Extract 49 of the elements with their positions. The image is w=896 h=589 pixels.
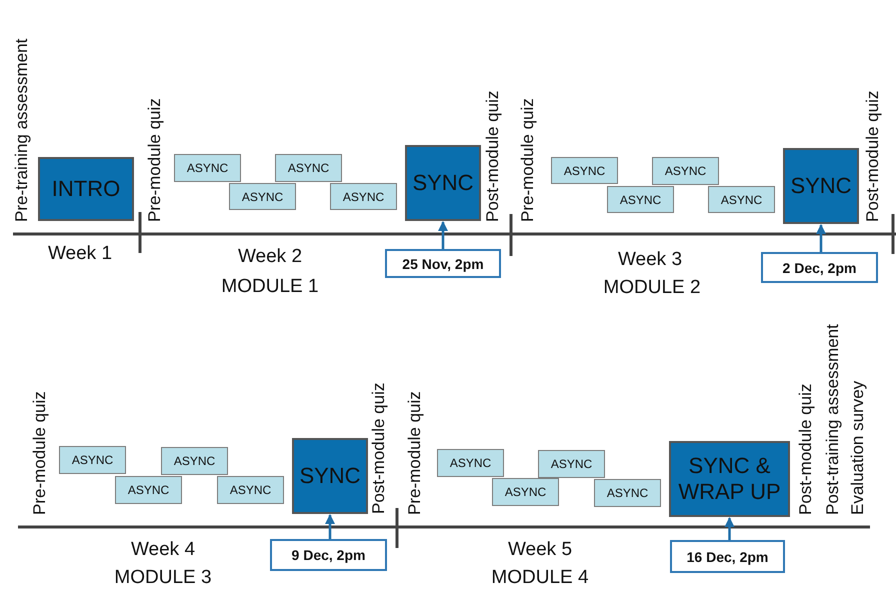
milestone-label: Pre-module quiz [145,98,165,222]
async-box: ASYNC [161,447,228,475]
async-box: ASYNC [330,183,397,210]
milestone-label: Evaluation survey [848,380,868,515]
async-box: ASYNC [652,157,719,185]
arrow [816,224,826,252]
async-box: ASYNC [217,476,284,504]
date-box: 2 Dec, 2pm [761,252,878,283]
date-box: 25 Nov, 2pm [385,249,501,278]
milestone-label: Pre-training assessment [12,38,32,222]
async-box: ASYNC [229,183,296,210]
milestone-label: Post-training assessment [823,324,843,515]
period-label: Week 5 [508,539,572,561]
async-box: ASYNC [437,449,504,477]
period-label: Week 3 [618,249,682,271]
period-label: Week 2 [238,246,302,268]
period-label: MODULE 2 [603,277,701,299]
milestone-label: Pre-module quiz [518,98,538,222]
session-box: SYNC & WRAP UP [669,441,790,517]
async-box: ASYNC [708,186,775,213]
arrow [724,517,734,540]
async-box: ASYNC [59,446,126,474]
arrow [438,221,448,249]
async-box: ASYNC [551,157,618,184]
period-label: MODULE 1 [221,276,319,298]
milestone-label: Post-module quiz [863,90,883,222]
milestone-label: Post-module quiz [796,384,816,515]
milestone-label: Pre-module quiz [405,391,425,515]
session-box: INTRO [38,157,134,221]
period-label: Week 4 [130,539,196,561]
session-box: SYNC [292,438,368,514]
period-label: MODULE 4 [491,567,589,589]
async-box: ASYNC [594,479,661,507]
async-box: ASYNC [174,154,241,182]
period-label: MODULE 3 [114,567,212,589]
async-box: ASYNC [538,450,605,478]
async-box: ASYNC [607,186,674,213]
arrow [325,514,335,539]
async-box: ASYNC [275,154,342,182]
milestone-label: Post-module quiz [483,90,503,222]
session-box: SYNC [405,145,481,221]
async-box: ASYNC [492,478,559,506]
session-box: SYNC [783,148,859,224]
period-label: Week 1 [48,243,112,265]
date-box: 16 Dec, 2pm [670,540,785,573]
milestone-label: Post-module quiz [369,382,389,514]
milestone-label: Pre-module quiz [30,391,50,515]
date-box: 9 Dec, 2pm [270,539,387,571]
async-box: ASYNC [115,476,182,504]
